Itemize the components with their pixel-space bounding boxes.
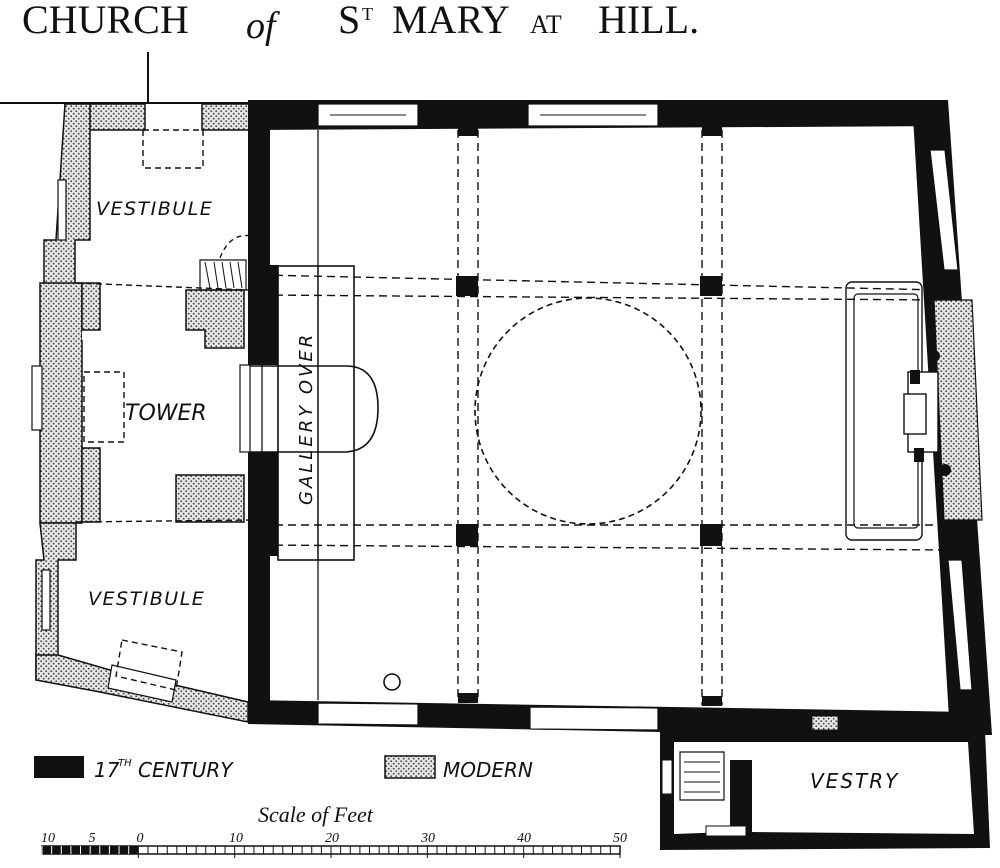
- scale-tick-label: 10: [229, 831, 243, 846]
- title-mary: MARY: [392, 0, 510, 42]
- legend-century-sup: TH: [118, 758, 132, 769]
- scale-tick-label: 5: [89, 831, 96, 846]
- legend-century-label: CENTURY: [138, 758, 234, 782]
- title-saint-sup: T: [362, 4, 373, 24]
- title-church: CHURCH: [22, 0, 189, 42]
- label-vestibule-north: VESTIBULE: [96, 198, 213, 220]
- scale-tick-label: 30: [420, 831, 435, 846]
- legend: 17 TH CENTURY MODERN: [34, 755, 533, 782]
- scale-tick-label: 50: [613, 831, 627, 846]
- label-vestry: VESTRY: [810, 769, 899, 793]
- title-hill: HILL.: [598, 0, 699, 42]
- label-tower: TOWER: [125, 401, 207, 426]
- title-of: of: [246, 5, 280, 47]
- scale-tick-label: 20: [325, 831, 339, 846]
- legend-modern-label: MODERN: [443, 758, 533, 782]
- label-vestibule-south: VESTIBULE: [88, 588, 205, 610]
- western-block: [31, 103, 259, 723]
- main-walls: [239, 100, 992, 738]
- legend-swatch-modern: [384, 755, 436, 779]
- scale-minor-ticks: [41, 846, 621, 858]
- plan-title: CHURCH of S T MARY AT HILL.: [22, 0, 699, 47]
- legend-century-number: 17: [94, 758, 120, 782]
- scale-tick-label: 40: [517, 831, 531, 846]
- scale-tick-label: 0: [137, 831, 144, 846]
- label-gallery: GALLERY OVER: [296, 332, 317, 505]
- legend-swatch-17th: [34, 756, 84, 778]
- vestry-annex: [660, 715, 990, 850]
- scale-tick-label: 10: [41, 831, 55, 846]
- title-at: AT: [530, 10, 562, 39]
- title-saint: S: [338, 0, 360, 42]
- nave-structure: [250, 126, 951, 706]
- scale-title: Scale of Feet: [258, 802, 374, 827]
